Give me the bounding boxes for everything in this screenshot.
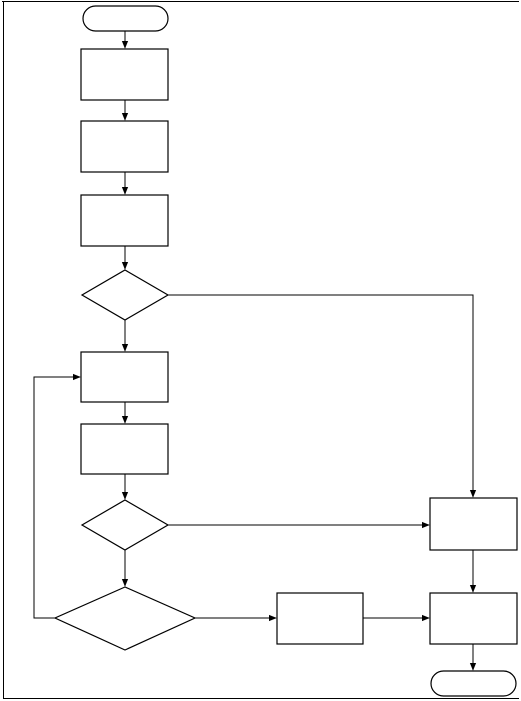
process-box-right-upper: [429, 497, 518, 551]
process-box-6: [276, 592, 364, 645]
process-box-1: [80, 48, 169, 101]
end-terminator: [430, 670, 517, 697]
edge-decision-3-loop-to-process-4: [33, 373, 81, 619]
decision-diamond-2: [80, 499, 170, 551]
process-box-5: [80, 423, 169, 475]
process-box-2: [80, 120, 169, 173]
edge-decision-1-to-process-right-upper: [168, 294, 477, 498]
start-terminator: [82, 5, 169, 32]
process-box-right-lower: [429, 592, 518, 645]
decision-diamond-1: [80, 269, 170, 321]
process-box-4: [80, 351, 169, 403]
decision-diamond-3: [53, 586, 197, 651]
process-box-3: [80, 194, 169, 247]
